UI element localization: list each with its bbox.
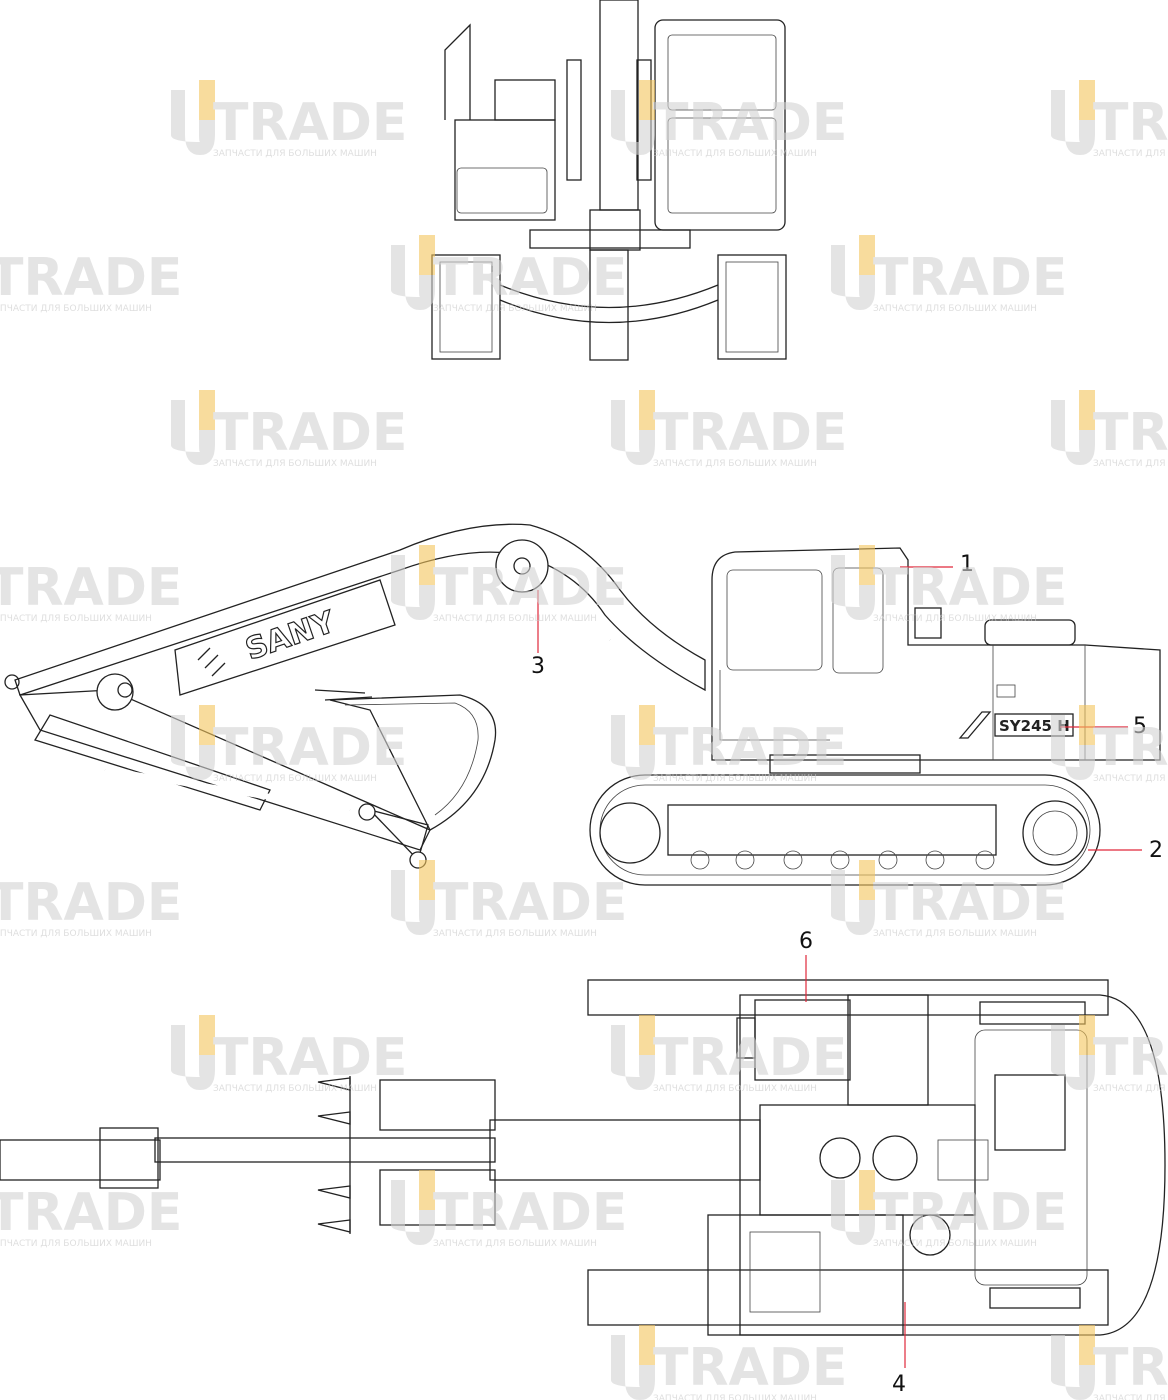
svg-text:TRADE: TRADE (0, 558, 182, 618)
svg-text:ЗАПЧАСТИ ДЛЯ БОЛЬШИХ МАШИН: ЗАПЧАСТИ ДЛЯ БОЛЬШИХ МАШИН (0, 929, 152, 939)
svg-text:TRADE: TRADE (433, 248, 627, 308)
svg-text:ЗАПЧАСТИ ДЛЯ БОЛЬШИХ МАШИН: ЗАПЧАСТИ ДЛЯ БОЛЬШИХ МАШИН (433, 304, 597, 314)
svg-text:ЗАПЧАСТИ ДЛЯ БОЛЬШИХ МАШИН: ЗАПЧАСТИ ДЛЯ БОЛЬШИХ МАШИН (213, 459, 377, 469)
svg-text:ЗАПЧАСТИ ДЛЯ БОЛЬШИХ МАШИН: ЗАПЧАСТИ ДЛЯ БОЛЬШИХ МАШИН (0, 614, 152, 624)
svg-text:TRADE: TRADE (653, 403, 847, 463)
svg-text:ЗАПЧАСТИ ДЛЯ БОЛЬШИХ МАШИН: ЗАПЧАСТИ ДЛЯ БОЛЬШИХ МАШИН (213, 149, 377, 159)
svg-text:TRADE: TRADE (1093, 718, 1168, 778)
svg-text:ЗАПЧАСТИ ДЛЯ БОЛЬШИХ МАШИН: ЗАПЧАСТИ ДЛЯ БОЛЬШИХ МАШИН (1093, 149, 1168, 159)
callout-4: 4 (892, 1372, 906, 1397)
callout-6: 6 (799, 929, 813, 954)
svg-text:ЗАПЧАСТИ ДЛЯ БОЛЬШИХ МАШИН: ЗАПЧАСТИ ДЛЯ БОЛЬШИХ МАШИН (213, 774, 377, 784)
svg-text:TRADE: TRADE (1093, 403, 1168, 463)
svg-text:TRADE: TRADE (213, 403, 407, 463)
callout-2: 2 (1149, 838, 1163, 863)
svg-text:ЗАПЧАСТИ ДЛЯ БОЛЬШИХ МАШИН: ЗАПЧАСТИ ДЛЯ БОЛЬШИХ МАШИН (653, 1084, 817, 1094)
top-view (0, 979, 1166, 1336)
callout-5: 5 (1133, 714, 1147, 739)
svg-text:TRADE: TRADE (213, 93, 407, 153)
svg-text:TRADE: TRADE (0, 248, 182, 308)
callout-3: 3 (531, 654, 545, 679)
svg-text:ЗАПЧАСТИ ДЛЯ БОЛЬШИХ МАШИН: ЗАПЧАСТИ ДЛЯ БОЛЬШИХ МАШИН (433, 614, 597, 624)
svg-text:TRADE: TRADE (433, 558, 627, 618)
svg-text:ЗАПЧАСТИ ДЛЯ БОЛЬШИХ МАШИН: ЗАПЧАСТИ ДЛЯ БОЛЬШИХ МАШИН (1093, 459, 1168, 469)
svg-text:ЗАПЧАСТИ ДЛЯ БОЛЬШИХ МАШИН: ЗАПЧАСТИ ДЛЯ БОЛЬШИХ МАШИН (653, 1394, 817, 1400)
callout-1: 1 (960, 552, 974, 577)
svg-text:TRADE: TRADE (653, 718, 847, 778)
svg-text:TRADE: TRADE (1093, 1028, 1168, 1088)
svg-text:TRADE: TRADE (0, 873, 182, 933)
svg-text:ЗАПЧАСТИ ДЛЯ БОЛЬШИХ МАШИН: ЗАПЧАСТИ ДЛЯ БОЛЬШИХ МАШИН (653, 459, 817, 469)
svg-text:TRADE: TRADE (873, 558, 1067, 618)
svg-text:TRADE: TRADE (873, 248, 1067, 308)
svg-text:ЗАПЧАСТИ ДЛЯ БОЛЬШИХ МАШИН: ЗАПЧАСТИ ДЛЯ БОЛЬШИХ МАШИН (1093, 1394, 1168, 1400)
svg-text:ЗАПЧАСТИ ДЛЯ БОЛЬШИХ МАШИН: ЗАПЧАСТИ ДЛЯ БОЛЬШИХ МАШИН (0, 304, 152, 314)
svg-text:TRADE: TRADE (1093, 1338, 1168, 1398)
svg-text:ЗАПЧАСТИ ДЛЯ БОЛЬШИХ МАШИН: ЗАПЧАСТИ ДЛЯ БОЛЬШИХ МАШИН (0, 1239, 152, 1249)
svg-text:ЗАПЧАСТИ ДЛЯ БОЛЬШИХ МАШИН: ЗАПЧАСТИ ДЛЯ БОЛЬШИХ МАШИН (433, 929, 597, 939)
svg-text:TRADE: TRADE (433, 873, 627, 933)
svg-text:ЗАПЧАСТИ ДЛЯ БОЛЬШИХ МАШИН: ЗАПЧАСТИ ДЛЯ БОЛЬШИХ МАШИН (213, 1084, 377, 1094)
svg-text:ЗАПЧАСТИ ДЛЯ БОЛЬШИХ МАШИН: ЗАПЧАСТИ ДЛЯ БОЛЬШИХ МАШИН (873, 929, 1037, 939)
svg-text:ЗАПЧАСТИ ДЛЯ БОЛЬШИХ МАШИН: ЗАПЧАСТИ ДЛЯ БОЛЬШИХ МАШИН (433, 1239, 597, 1249)
svg-text:TRADE: TRADE (213, 718, 407, 778)
svg-text:ЗАПЧАСТИ ДЛЯ БОЛЬШИХ МАШИН: ЗАПЧАСТИ ДЛЯ БОЛЬШИХ МАШИН (1093, 1084, 1168, 1094)
svg-text:ЗАПЧАСТИ ДЛЯ БОЛЬШИХ МАШИН: ЗАПЧАСТИ ДЛЯ БОЛЬШИХ МАШИН (873, 1239, 1037, 1249)
svg-text:TRADE: TRADE (873, 873, 1067, 933)
svg-text:ЗАПЧАСТИ ДЛЯ БОЛЬШИХ МАШИН: ЗАПЧАСТИ ДЛЯ БОЛЬШИХ МАШИН (653, 149, 817, 159)
svg-text:TRADE: TRADE (873, 1183, 1067, 1243)
svg-text:TRADE: TRADE (213, 1028, 407, 1088)
svg-text:TRADE: TRADE (1093, 93, 1168, 153)
svg-text:ЗАПЧАСТИ ДЛЯ БОЛЬШИХ МАШИН: ЗАПЧАСТИ ДЛЯ БОЛЬШИХ МАШИН (653, 774, 817, 784)
svg-text:TRADE: TRADE (653, 1028, 847, 1088)
svg-text:TRADE: TRADE (0, 1183, 182, 1243)
svg-text:ЗАПЧАСТИ ДЛЯ БОЛЬШИХ МАШИН: ЗАПЧАСТИ ДЛЯ БОЛЬШИХ МАШИН (873, 614, 1037, 624)
svg-text:ЗАПЧАСТИ ДЛЯ БОЛЬШИХ МАШИН: ЗАПЧАСТИ ДЛЯ БОЛЬШИХ МАШИН (873, 304, 1037, 314)
svg-text:TRADE: TRADE (653, 93, 847, 153)
svg-text:ЗАПЧАСТИ ДЛЯ БОЛЬШИХ МАШИН: ЗАПЧАСТИ ДЛЯ БОЛЬШИХ МАШИН (1093, 774, 1168, 784)
svg-text:TRADE: TRADE (653, 1338, 847, 1398)
callouts: 1 2 3 4 5 6 (531, 552, 1163, 1397)
svg-text:TRADE: TRADE (433, 1183, 627, 1243)
boom-logo: SANY (241, 604, 340, 667)
